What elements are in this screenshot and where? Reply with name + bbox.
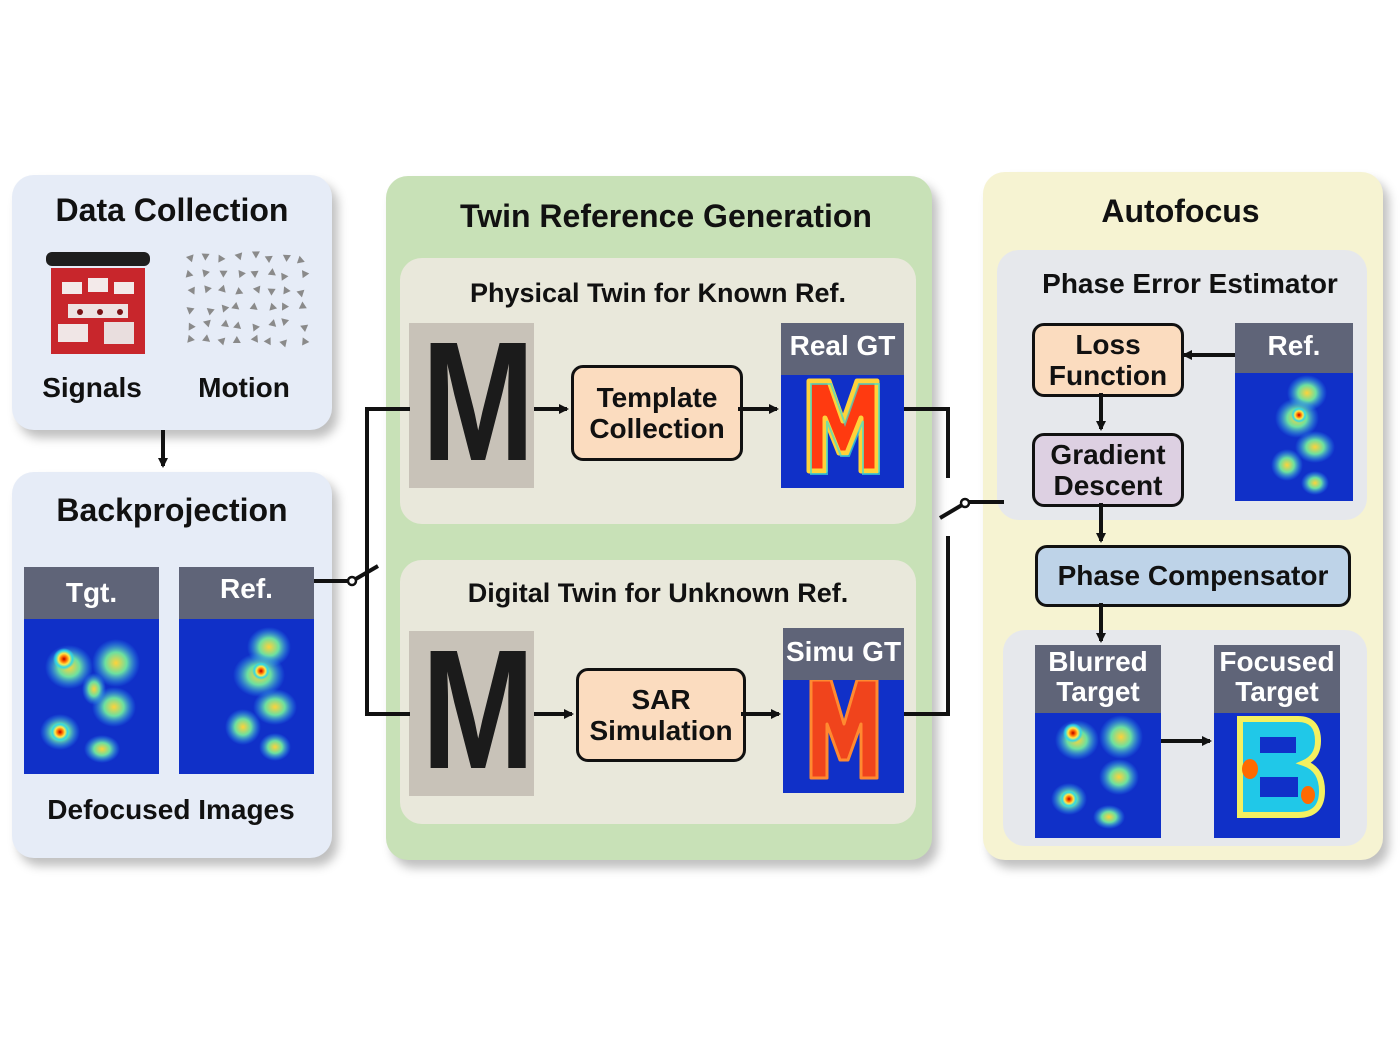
phase-compensator-label: Phase Compensator (1057, 560, 1329, 592)
data-collection-title: Data Collection (55, 192, 289, 228)
motion-marker (233, 321, 242, 330)
motion-marker (296, 289, 305, 298)
digital-template-letter: M (421, 631, 535, 796)
motion-marker (234, 252, 243, 261)
motion-marker (300, 324, 309, 333)
motion-marker (185, 269, 194, 278)
motion-marker (221, 304, 230, 313)
loss-function-box: Loss Function (1032, 323, 1184, 397)
real-gt-label: Real GT (781, 323, 904, 375)
motion-marker (188, 322, 196, 331)
simu-gt-label: Simu GT (783, 628, 904, 680)
motion-marker (186, 307, 195, 315)
signals-label: Signals (42, 372, 142, 403)
template-collection-line2: Collection (589, 413, 725, 444)
motion-marker (232, 335, 241, 344)
motion-marker (269, 302, 278, 311)
motion-marker (250, 270, 259, 278)
motion-marker (252, 323, 260, 332)
motion-marker (264, 255, 273, 264)
motion-marker (185, 254, 194, 263)
template-collection-line1: Template (596, 381, 718, 413)
motion-marker (220, 319, 229, 328)
motion-marker (279, 339, 287, 348)
motion-marker (298, 301, 307, 309)
loss-function-line1: Loss (1075, 328, 1141, 360)
blurred-target-label: Blurred Target (1035, 645, 1161, 713)
simu-gt-image: Simu GT (783, 628, 904, 793)
real-gt-image: Real GT (781, 323, 904, 488)
motion-marker (218, 254, 226, 263)
motion-marker (252, 285, 261, 294)
motion-marker (217, 337, 226, 346)
motion-marker (231, 301, 240, 310)
motion-marker (250, 334, 259, 343)
bp-ref-label: Ref. (179, 567, 314, 619)
left-switch-pivot (346, 575, 358, 587)
phase-error-estimator-title: Phase Error Estimator (1042, 268, 1338, 299)
motion-label: Motion (198, 372, 290, 403)
autofocus-reference-image: Ref. (1235, 323, 1353, 501)
motion-marker (268, 319, 277, 327)
blurred-line1: Blurred (1048, 646, 1148, 677)
motion-marker (206, 308, 215, 316)
motion-marker (301, 270, 310, 279)
motion-marker (219, 270, 228, 278)
motion-marker (281, 318, 290, 327)
motion-marker (282, 254, 291, 262)
blurred-line2: Target (1056, 675, 1140, 707)
phase-compensator-box: Phase Compensator (1035, 545, 1351, 607)
motion-marker (281, 302, 290, 311)
right-switch-lever (938, 503, 964, 520)
motion-marker (202, 334, 211, 342)
gradient-descent-box: Gradient Descent (1032, 433, 1184, 507)
template-collection-box: Template Collection (571, 365, 743, 461)
defocused-reference-image: Ref. (179, 567, 314, 774)
sar-simulation-line2: Simulation (589, 715, 733, 746)
motion-pattern-icon (180, 246, 314, 356)
motion-marker (187, 334, 195, 343)
motion-marker (217, 284, 226, 293)
physical-template-photo: M (409, 323, 534, 488)
motion-marker (249, 302, 258, 310)
focused-target-label: Focused Target (1214, 645, 1340, 713)
motion-marker (296, 255, 305, 264)
physical-twin-title: Physical Twin for Known Ref. (469, 278, 847, 308)
gradient-descent-line1: Gradient (1050, 438, 1166, 470)
gradient-descent-line2: Descent (1053, 470, 1163, 501)
motion-marker (201, 253, 210, 261)
backprojection-title: Backprojection (56, 492, 288, 528)
motion-marker (235, 287, 244, 295)
blurred-target-image: Blurred Target (1035, 645, 1161, 838)
motion-marker (281, 272, 289, 281)
autofocus-title: Autofocus (1101, 193, 1260, 229)
motion-marker (204, 285, 212, 294)
twin-reference-title: Twin Reference Generation (460, 198, 872, 234)
radar-board-icon (44, 252, 152, 356)
tgt-label: Tgt. (24, 567, 159, 619)
motion-marker (202, 319, 211, 328)
focused-line2: Target (1235, 675, 1319, 707)
digital-twin-title: Digital Twin for Unknown Ref. (467, 578, 849, 608)
motion-marker (267, 288, 276, 296)
motion-marker (251, 251, 260, 259)
defocused-images-caption: Defocused Images (47, 794, 295, 825)
motion-marker (267, 268, 276, 276)
template-letter: M (421, 323, 535, 488)
motion-marker (263, 337, 271, 346)
motion-marker (283, 286, 291, 295)
digital-template-photo: M (409, 631, 534, 796)
motion-marker (202, 269, 210, 278)
defocused-target-image: Tgt. (24, 567, 159, 774)
af-ref-label: Ref. (1235, 323, 1353, 373)
motion-marker (302, 337, 310, 346)
motion-marker (238, 270, 246, 278)
sar-simulation-line1: SAR (631, 683, 691, 715)
loss-function-line2: Function (1048, 360, 1168, 391)
focused-line1: Focused (1219, 646, 1335, 677)
focused-target-image: Focused Target (1214, 645, 1340, 838)
right-switch-pivot (959, 497, 971, 509)
motion-marker (187, 286, 195, 295)
